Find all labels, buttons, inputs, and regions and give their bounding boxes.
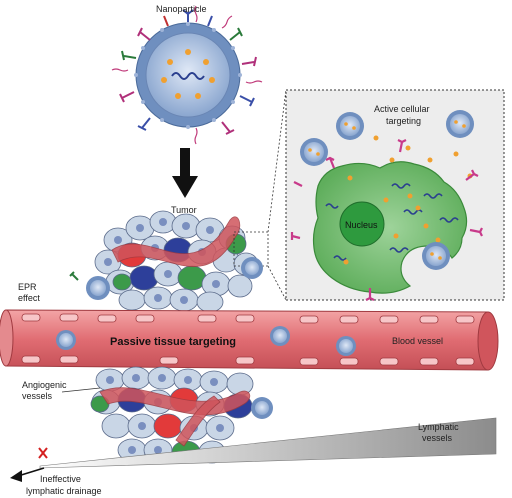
zoom-panel: [285, 89, 505, 301]
nanoparticle-in-vessel-1: [56, 330, 76, 350]
passive-targeting-label: Passive tissue targeting: [110, 336, 236, 348]
released-drug-dots: [343, 135, 473, 265]
angiogenic-label-2: vessels: [22, 391, 53, 401]
lymphatic-vessel: [39, 417, 497, 469]
blood-vessel-label: Blood vessel: [392, 336, 443, 346]
angiogenic-pointer: [61, 387, 101, 393]
nanoparticle-large: [111, 5, 263, 145]
lymphatic-label-1: Lymphatic: [418, 422, 459, 432]
drainage-arrow-icon: [10, 467, 45, 482]
nanoparticle-tumor-edge: [241, 257, 263, 279]
nanoparticle-small-3: [300, 138, 328, 166]
nucleus: [339, 201, 385, 247]
nanoparticle-lower-tumor: [251, 397, 273, 419]
epr-label-1: EPR: [18, 282, 37, 292]
nanoparticle-small-1: [336, 112, 364, 140]
lymphatic-label-2: vessels: [422, 433, 453, 443]
nanoparticle-in-vessel-2: [270, 326, 290, 346]
nanoparticle-epr: [69, 271, 110, 300]
down-arrow-icon: [172, 148, 198, 198]
nanoparticle-label: Nanoparticle: [156, 4, 207, 14]
tumor-label: Tumor: [171, 205, 197, 215]
nanoparticle-small-2: [446, 110, 474, 138]
active-targeting-label-2: targeting: [386, 116, 421, 126]
peg-chains: [111, 5, 263, 145]
active-targeting-label-1: Active cellular: [374, 104, 430, 114]
blocked-x-icon: [38, 447, 48, 459]
ineffective-label-2: lymphatic drainage: [26, 486, 102, 496]
nanoparticle-in-vessel-3: [336, 336, 356, 356]
angiogenic-label-1: Angiogenic: [22, 380, 67, 390]
blood-vessel: [0, 309, 499, 371]
nanoparticle-small-4: [422, 242, 450, 270]
ineffective-label-1: Ineffective: [40, 474, 81, 484]
drug-payload-dots: [161, 49, 215, 99]
targeting-ligands: [119, 9, 257, 135]
angiogenic-vessel-lower-2: [175, 395, 221, 447]
angiogenic-vessel-upper: [111, 216, 241, 267]
nucleus-label: Nucleus: [345, 220, 378, 230]
endothelial-cells-top: [21, 313, 475, 324]
epr-label-2: effect: [18, 293, 40, 303]
endothelial-cells-bottom: [21, 355, 475, 366]
particle-membrane-dots: [134, 22, 242, 129]
rna-strand: [171, 72, 205, 80]
cell-receptors: [290, 139, 483, 301]
